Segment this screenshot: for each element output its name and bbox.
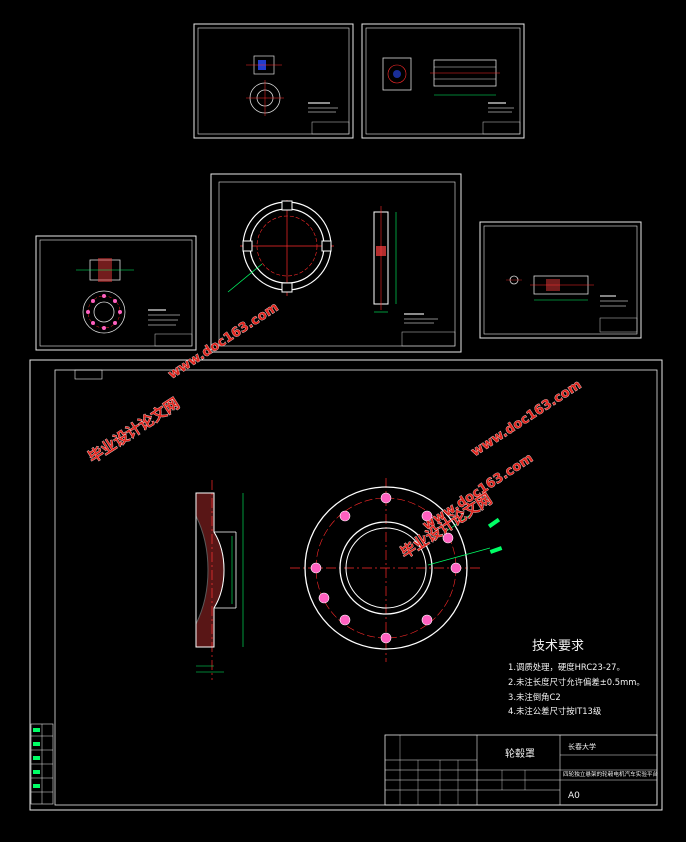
sheet1-notes — [308, 102, 338, 113]
sheet2-notes — [488, 102, 514, 113]
sheet5-part-views — [506, 275, 594, 301]
sheet4-part-views — [76, 258, 134, 334]
sheet3-title-block — [401, 331, 456, 347]
sheet3-ring-view — [227, 200, 334, 296]
bolt-holes — [310, 492, 462, 644]
main-sheet[interactable]: 技术要求 1.调质处理，硬度HRC23-27。 2.未注长度尺寸允许偏差±0.5… — [29, 359, 663, 811]
sheet2-title-block — [482, 121, 521, 135]
sheet5-title-block — [599, 317, 638, 333]
technical-requirements-heading: 技术要求 — [532, 639, 584, 654]
technical-requirement-item-4: 4.未注公差尺寸按IT13级 — [508, 706, 602, 716]
title-block-school: 长春大学 — [568, 742, 596, 751]
title-block-sheet-size: A0 — [568, 791, 580, 801]
main-drawing-number-tab — [74, 369, 103, 380]
thumbnail-sheet-2[interactable] — [361, 23, 525, 139]
sheet4-title-block — [154, 333, 193, 347]
title-block: 轮毂罩 长春大学 四轮独立悬架的轮毂电机汽车实验平台 A0 — [384, 734, 659, 806]
sheet2-part-views — [382, 57, 500, 96]
thumbnail-sheet-4[interactable] — [35, 235, 197, 351]
sheet5-notes — [600, 295, 628, 307]
hub-cover-section-view — [195, 480, 244, 680]
binding-strip — [30, 723, 54, 805]
title-block-part-name: 轮毂罩 — [505, 747, 535, 760]
technical-requirement-item-3: 3.未注倒角C2 — [508, 692, 561, 702]
thumbnail-sheet-5[interactable] — [479, 221, 642, 339]
technical-requirement-item-1: 1.调质处理，硬度HRC23-27。 — [508, 662, 625, 672]
technical-requirement-item-2: 2.未注长度尺寸允许偏差±0.5mm。 — [508, 677, 645, 687]
thumbnail-sheet-1[interactable] — [193, 23, 354, 139]
thumbnail-sheet-3[interactable] — [210, 173, 462, 353]
sheet3-side-view — [373, 206, 397, 313]
sheet3-notes — [404, 313, 438, 324]
sheet1-title-block — [311, 121, 350, 135]
hub-cover-front-view — [290, 478, 503, 662]
title-block-project: 四轮独立悬架的轮毂电机汽车实验平台 — [563, 770, 659, 778]
technical-requirements: 技术要求 1.调质处理，硬度HRC23-27。 2.未注长度尺寸允许偏差±0.5… — [508, 639, 645, 716]
sheet4-notes — [148, 309, 180, 326]
sheet1-part-views — [246, 55, 284, 116]
